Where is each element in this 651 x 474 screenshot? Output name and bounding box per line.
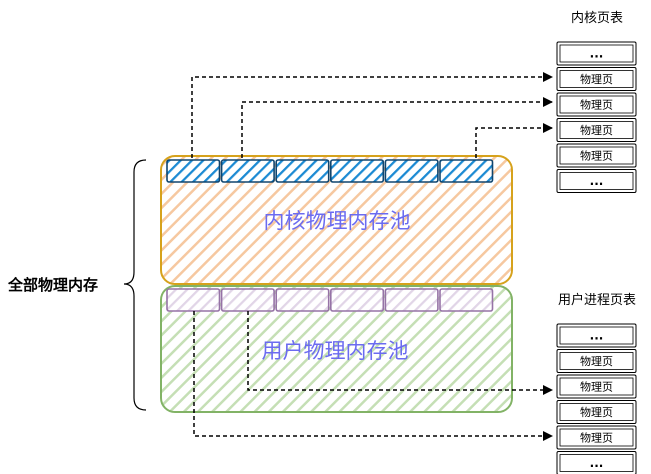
user-page-table-entry-4 [556, 400, 637, 424]
kernel-page-cell-3 [275, 159, 330, 183]
kernel-page-table: ...物理页物理页物理页物理页... [556, 41, 637, 193]
user-page-cell-2 [220, 288, 275, 312]
kernel-page-cell-2 [220, 159, 275, 183]
kernel-page-table-entry-3 [556, 92, 637, 117]
total-memory-brace [123, 159, 147, 411]
kernel-page-cell-4 [329, 159, 385, 183]
kernel-page-cells [166, 159, 494, 183]
kernel-page-table-entry-6 [556, 169, 637, 193]
total-memory-label: 全部物理内存 [7, 276, 98, 294]
kernel-page-table-entry-label-1: ... [590, 47, 604, 61]
user-page-table-entry-label-6: ... [590, 456, 604, 470]
kernel-page-table-entry-inner-5 [559, 146, 634, 165]
kernel-page-table-entry-inner-1 [559, 44, 634, 63]
kernel-page-table-entry-inner-4 [559, 121, 634, 139]
user-page-table-entry-inner-5 [559, 428, 634, 447]
user-page-table-title: 用户进程页表 [558, 292, 636, 308]
user-page-cell-1 [166, 288, 221, 312]
user-page-cell-3 [275, 288, 330, 312]
kernel-page-table-entry-5 [556, 143, 637, 168]
user-page-table-entry-inner-1 [559, 326, 634, 345]
user-page-table-entry-3 [556, 374, 637, 399]
kernel-map-arrow-2 [241, 97, 553, 158]
user-page-table-entry-2 [556, 349, 637, 373]
mapping-arrows [191, 72, 553, 441]
kernel-memory-pool [160, 155, 513, 285]
kernel-pool-label: 内核物理内存池 [264, 209, 411, 233]
user-page-table-entry-inner-3 [559, 377, 634, 396]
user-map-arrow-1 [247, 311, 553, 395]
user-page-table-entry-5 [556, 425, 637, 450]
user-page-cell-5 [384, 288, 439, 312]
kernel-page-table-entry-label-2: 物理页 [580, 72, 613, 86]
user-memory-pool [160, 285, 513, 413]
user-page-table-entry-inner-4 [559, 403, 634, 421]
kernel-page-table-entry-label-6: ... [590, 174, 604, 188]
user-page-table-entry-inner-2 [559, 352, 634, 370]
user-page-table-entry-label-4: 物理页 [580, 405, 613, 419]
kernel-page-table-entry-label-4: 物理页 [580, 123, 613, 137]
kernel-page-table-entry-1 [556, 41, 637, 66]
user-page-table-entry-inner-6 [559, 454, 634, 472]
kernel-page-table-entry-label-3: 物理页 [580, 98, 613, 112]
kernel-page-table-entry-inner-6 [559, 172, 634, 190]
user-page-table-entry-6 [556, 451, 637, 474]
user-page-cell-4 [329, 288, 385, 312]
kernel-page-table-entry-4 [556, 118, 637, 142]
kernel-page-table-entry-inner-2 [559, 70, 634, 88]
user-page-table: ...物理页物理页物理页物理页... [556, 323, 637, 474]
kernel-page-cell-6 [439, 159, 494, 183]
kernel-map-arrow-1 [191, 72, 553, 158]
kernel-page-table-entry-label-5: 物理页 [580, 149, 613, 163]
user-page-table-entry-1 [556, 323, 637, 348]
user-page-table-entry-label-5: 物理页 [580, 431, 613, 445]
user-page-cell-6 [439, 288, 494, 312]
kernel-map-arrow-3 [475, 123, 553, 158]
user-page-table-entry-label-2: 物理页 [580, 354, 613, 368]
user-page-cells [166, 288, 494, 312]
user-pool-label: 用户物理内存池 [262, 339, 409, 363]
kernel-page-cell-1 [166, 159, 221, 183]
kernel-page-cell-5 [384, 159, 439, 183]
kernel-page-table-entry-2 [556, 67, 637, 91]
user-page-table-entry-label-3: 物理页 [580, 380, 613, 394]
kernel-page-table-entry-inner-3 [559, 95, 634, 114]
user-page-table-entry-label-1: ... [590, 329, 604, 343]
kernel-page-table-title: 内核页表 [571, 10, 623, 26]
